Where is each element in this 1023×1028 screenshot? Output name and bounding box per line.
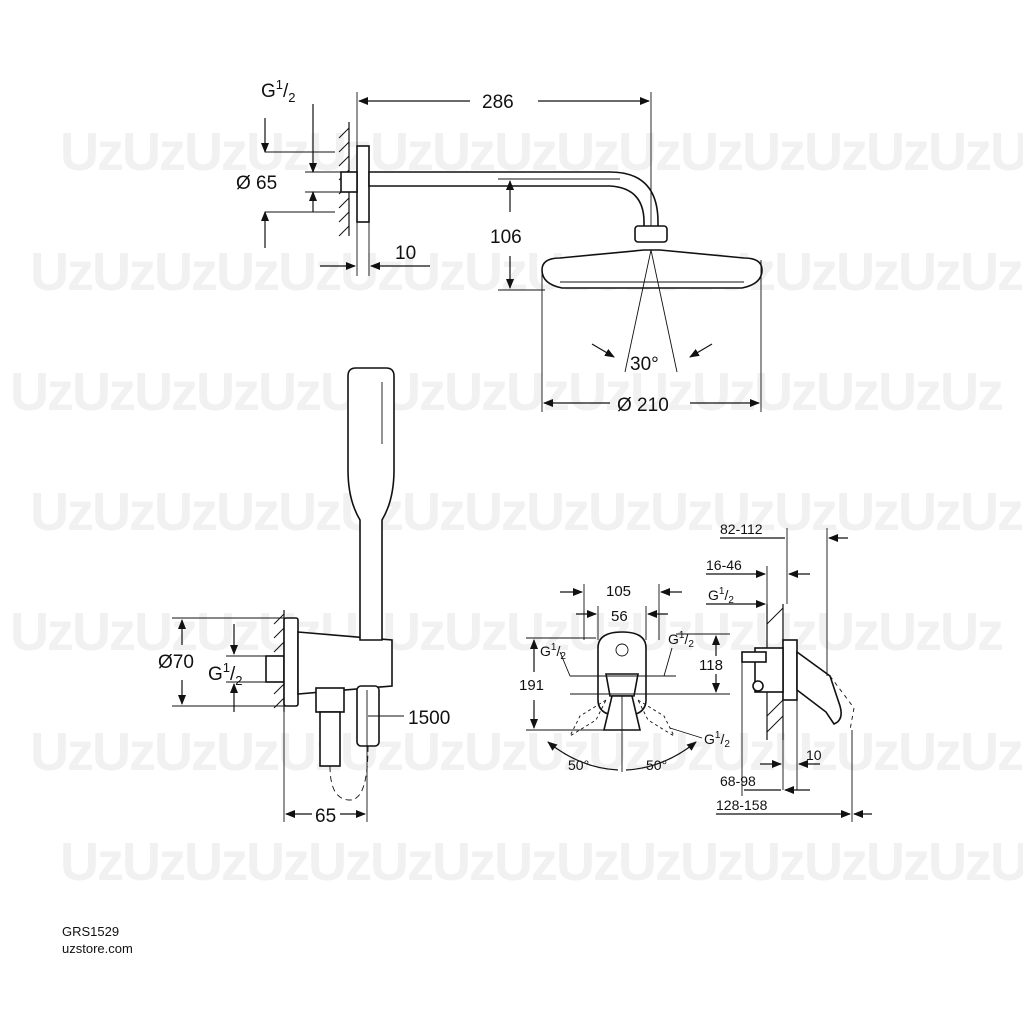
watermark-row: UzUzUzUzUzUzUzUzUzUzUzUzUzUzUzUz: [30, 242, 1023, 302]
flange-diameter-label: Ø 65: [236, 173, 277, 194]
side-lever: [796, 650, 842, 725]
cover-plate: [782, 639, 798, 701]
spray-angle-line: [624, 249, 652, 373]
swivel-nut: [634, 225, 668, 243]
spray-angle-line: [650, 249, 678, 373]
shower-head: [541, 249, 763, 289]
mixer-body: [754, 647, 784, 693]
thread-label: G1/2: [261, 77, 296, 105]
inlet-height-label: 118: [699, 657, 723, 674]
cartridge-circle: [615, 643, 629, 657]
spray-angle-label: 30°: [630, 354, 659, 375]
hose-sleeve: [319, 711, 341, 767]
angle-right-label: 50°: [646, 757, 667, 773]
website-link[interactable]: uzstore.com: [62, 941, 133, 956]
total-range-label: 128-158: [716, 797, 768, 813]
leader-line: [559, 651, 571, 677]
thread-connection: [340, 171, 358, 193]
mixer-lever-body: [605, 673, 639, 697]
watermark-row: UzUzUzUzUzUzUzUzUzUzUzUzUzUzUzUz: [30, 482, 1023, 542]
product-code: GRS1529: [62, 924, 120, 939]
hose-nut: [315, 687, 345, 713]
arm-length-label: 286: [482, 92, 514, 113]
outlet-holder: [297, 631, 393, 695]
inlet-fitting: [752, 680, 764, 692]
angle-left-label: 50°: [568, 757, 589, 773]
thread-connection: [265, 655, 285, 683]
lever-travel: [829, 675, 855, 731]
overhead-shower-view: G1/2 Ø 65 286 10 106 30° Ø 210: [236, 77, 763, 416]
side-wall-offset-label: 10: [806, 747, 822, 763]
outer-width-label: 105: [606, 583, 631, 600]
cover-range-label: 16-46: [706, 557, 742, 573]
depth-range-label: 82-112: [720, 521, 763, 537]
projection-label: 65: [315, 806, 336, 827]
thread-left-label: G1/2: [540, 642, 566, 662]
angle-arc-left: [547, 741, 619, 771]
watermark: UzUzUzUzUzUzUzUzUzUzUzUzUzUzUzUz UzUzUzU…: [10, 122, 1023, 892]
head-diameter-label: Ø 210: [617, 395, 669, 416]
lever-rotated-right: [636, 698, 676, 738]
angle-arrow: [689, 343, 713, 358]
lever-rotated-left: [568, 698, 608, 738]
wall-flange: [356, 145, 370, 223]
thread-right-label: G1/2: [668, 630, 694, 650]
hose-length-label: 1500: [408, 708, 450, 729]
watermark-row: UzUzUzUzUzUzUzUzUzUzUzUzUzUzUzUz: [30, 722, 1023, 782]
thread-label: G1/2: [208, 660, 243, 688]
shower-arm: [368, 171, 659, 229]
leader-line: [663, 647, 673, 677]
angle-arc-right: [625, 741, 697, 771]
watermark-row: UzUzUzUzUzUzUzUzUzUzUzUzUzUzUzUz: [10, 362, 1003, 422]
body-range-label: 68-98: [720, 773, 756, 789]
hand-shower-view: Ø70 G1/2 1500 65: [158, 367, 450, 827]
outlet-diameter-label: Ø70: [158, 652, 194, 673]
mixer-side-view: 82-112 16-46 G1/2 10 68-98 128-158: [706, 521, 872, 822]
height-label: 191: [519, 677, 544, 694]
angle-arrow: [591, 343, 615, 358]
drop-height-label: 106: [490, 227, 522, 248]
thread-bottom-label: G1/2: [704, 730, 730, 750]
watermark-row: UzUzUzUzUzUzUzUzUzUzUzUzUzUzUzUz: [60, 832, 1023, 892]
mixer-front-view: 105 56 191 G1/2 G1/2 118 G1/2 50° 50°: [519, 583, 730, 773]
inlet-pipe: [741, 651, 767, 663]
hand-shower: [347, 367, 395, 641]
wall-hatching: [766, 607, 784, 733]
leader-line: [669, 727, 703, 739]
thread-label: G1/2: [708, 586, 734, 606]
wall-outlet-rose: [283, 617, 299, 707]
inner-width-label: 56: [611, 608, 628, 625]
watermark-row: UzUzUzUzUzUzUzUzUzUzUzUzUzUzUzUz: [10, 602, 1003, 662]
wall-offset-label: 10: [395, 243, 416, 264]
